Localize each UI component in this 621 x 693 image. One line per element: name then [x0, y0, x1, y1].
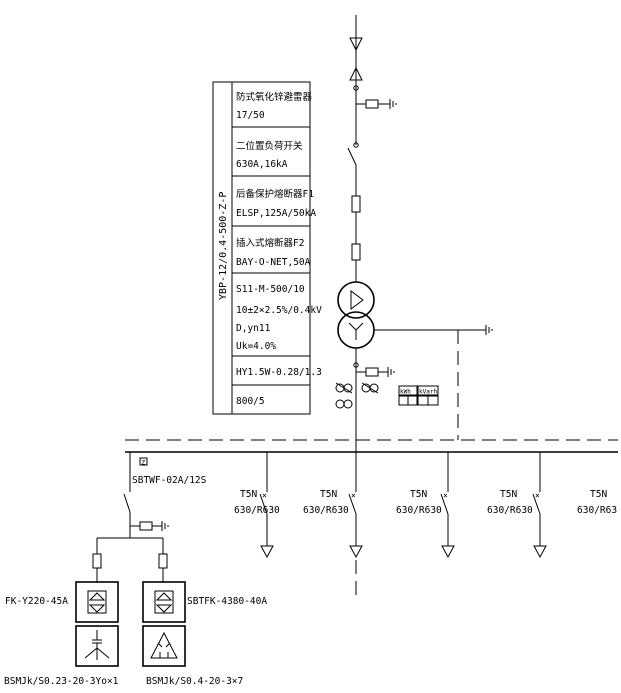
- spec-fuse-f2-name: 插入式熔断器F2: [236, 237, 304, 249]
- spec-fuse-f1-value: ELSP,125A/50kA: [236, 208, 316, 219]
- spec-arrester-value: 17/50: [236, 110, 265, 121]
- spec-lv-arrester: HY1.5W-0.28/1.3: [236, 367, 322, 378]
- spec-arrester-name: 防式氧化锌避雷器: [236, 91, 313, 103]
- breaker-rating-2: 630/R630: [303, 505, 349, 516]
- breaker-label-5: T5N: [590, 489, 607, 500]
- feeder-branch-3: × T5N 630/R630: [396, 452, 455, 559]
- cable-termination-icon: [349, 66, 363, 81]
- breaker-rating-3: 630/R630: [396, 505, 442, 516]
- capacitor-section: Z SBTWF-02A/12S FK-Y: [4, 452, 267, 687]
- svg-text:×: ×: [443, 491, 448, 500]
- breaker-rating-5: 630/R63: [577, 505, 617, 516]
- spec-ct-ratio: 800/5: [236, 396, 265, 407]
- right-bank-label: BSMJk/S0.4-20-3×7: [146, 676, 243, 687]
- breaker-label-3: T5N: [410, 489, 427, 500]
- left-switching-unit-icon: [75, 581, 119, 623]
- svg-text:×: ×: [535, 491, 540, 500]
- switch-marker: Z: [142, 460, 146, 467]
- svg-text:×: ×: [262, 491, 267, 500]
- breaker-rating-4: 630/R630: [487, 505, 533, 516]
- meter-kvarh-label: kVarh: [419, 389, 437, 396]
- breaker-label-2: T5N: [320, 489, 337, 500]
- spec-load-switch-value: 630A,16kA: [236, 159, 288, 170]
- left-capacitor-bank-icon: [75, 625, 119, 667]
- capacitor-switch-icon: [123, 493, 131, 513]
- energy-meters: kWh kVarh: [398, 385, 439, 406]
- feeder-branch-4: × T5N 630/R630: [487, 452, 547, 559]
- lv-busbar: [125, 439, 618, 453]
- breaker-rating-1: 630/R630: [234, 505, 280, 516]
- spec-transformer-uk: Uk=4.0%: [236, 341, 276, 352]
- breaker-label-1: T5N: [240, 489, 257, 500]
- right-capacitor-bank-icon: [142, 625, 186, 667]
- spec-fuse-f2-value: BAY-O-NET,50A: [236, 257, 311, 268]
- spec-transformer-vector: D,yn11: [236, 323, 271, 334]
- model-label: YBP-12/0.4-500-Z-P: [218, 192, 229, 300]
- spec-transformer-model: S11-M-500/10: [236, 284, 305, 295]
- feeder-branch-1: × T5N 630/R630: [234, 452, 280, 559]
- outgoing-feeders: × T5N 630/R630 × T5N 630/R630 × T5N 630/…: [234, 452, 617, 600]
- transformer-icon: [337, 281, 493, 440]
- load-switch-icon: [347, 147, 357, 166]
- right-unit-label: SBTFK-4380-40A: [187, 596, 267, 607]
- spec-transformer-voltage: 10±2×2.5%/0.4kV: [236, 305, 322, 316]
- lv-surge-arrester-icon: [365, 367, 379, 377]
- spec-fuse-f1-name: 后备保护熔断器F1: [236, 188, 314, 200]
- spec-load-switch-name: 二位置负荷开关: [236, 140, 303, 152]
- left-unit-label: FK-Y220-45A: [5, 596, 68, 607]
- meter-kwh-label: kWh: [400, 389, 411, 396]
- feeder-branch-5: T5N 630/R63: [577, 489, 617, 516]
- hv-feeder: [347, 15, 397, 282]
- lv-incomer: kWh kVarh: [335, 348, 439, 452]
- svg-text:×: ×: [351, 491, 356, 500]
- right-switching-unit-icon: [142, 581, 186, 623]
- hv-surge-arrester-icon: [365, 99, 379, 109]
- current-transformer-icon: [335, 382, 379, 409]
- capacitor-switch-label: SBTWF-02A/12S: [132, 475, 207, 486]
- fuse-f1-icon: [351, 195, 361, 213]
- spec-table: YBP-12/0.4-500-Z-P 防式氧化锌避雷器 17/50 二位置负荷开…: [212, 81, 322, 415]
- right-capacitor-fuse-icon: [158, 553, 168, 569]
- left-capacitor-fuse-icon: [92, 553, 102, 569]
- incoming-arrow-icon: [349, 37, 363, 52]
- left-bank-label: BSMJk/S0.23-20-3Yo×1: [4, 676, 119, 687]
- breaker-label-4: T5N: [500, 489, 517, 500]
- feeder-branch-2: × T5N 630/R630: [303, 452, 363, 600]
- fuse-f2-icon: [351, 243, 361, 261]
